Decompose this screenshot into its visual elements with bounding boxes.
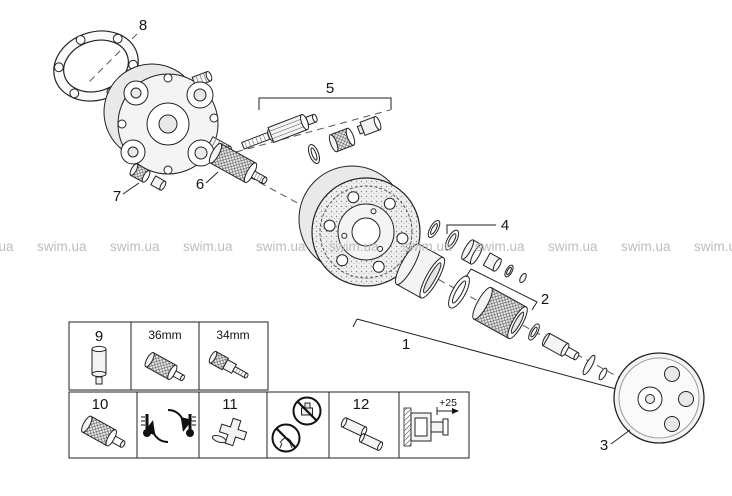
watermark-text: swim.ua <box>475 239 525 254</box>
part-label-10: 10 <box>92 396 109 413</box>
no-pliers-icon <box>271 423 301 453</box>
watermark-text: swim.ua <box>548 239 598 254</box>
fitting-parts-7 <box>129 163 167 191</box>
end-cap <box>582 354 596 376</box>
o-ring-small <box>307 144 321 164</box>
sleeve-part-icon <box>91 345 107 385</box>
part-label-3: 3 <box>600 437 608 454</box>
pin-parts-12-icon <box>340 417 384 451</box>
leader-part-7 <box>122 182 140 195</box>
cartridge-spindle <box>241 113 318 150</box>
cartridge-size-34mm: 34mm <box>216 328 249 342</box>
valve-body <box>103 63 232 175</box>
seal-kit-part-4 <box>427 219 527 284</box>
extension-offset-label: +25 <box>439 397 457 409</box>
watermark-text: swim.ua <box>402 239 452 254</box>
thermostatic-cartridge-part-5 <box>241 113 382 164</box>
o-ring-seal <box>448 275 470 309</box>
watermark-text: swim.ua <box>183 239 233 254</box>
watermark-text: swim.ua <box>0 239 14 254</box>
thermometer-icon <box>141 414 151 437</box>
watermark-row: swim.ua swim.ua swim.ua swim.ua swim.ua … <box>0 239 732 254</box>
thermometer-icon <box>186 414 196 437</box>
cartridge-36mm-icon <box>144 352 185 382</box>
part-label-2: 2 <box>541 291 549 308</box>
part-label-1: 1 <box>402 336 410 353</box>
part-label-12: 12 <box>353 396 370 413</box>
trim-mounting-parts <box>394 243 608 381</box>
part-label-5: 5 <box>326 80 334 97</box>
cartridge-34mm-icon <box>208 350 249 379</box>
extension-set-icon <box>403 407 459 447</box>
cartridge-part-6 <box>208 143 268 185</box>
part-label-9: 9 <box>95 328 103 345</box>
plate-button <box>678 391 694 407</box>
mounting-sleeve <box>394 243 446 299</box>
pictogram-strip <box>68 391 470 459</box>
no-tools-icon <box>292 396 322 426</box>
cap-disc <box>598 367 608 381</box>
part-label-11: 11 <box>222 396 238 413</box>
watermark-text: swim.ua <box>256 239 306 254</box>
part-label-8: 8 <box>139 17 147 34</box>
part-label-7: 7 <box>113 188 121 205</box>
bracket-part-4 <box>446 224 496 234</box>
plate-button <box>664 366 680 382</box>
stop-ring <box>528 323 540 341</box>
spec-table <box>68 321 269 391</box>
knurled-sleeve <box>472 286 528 340</box>
valve-stem <box>541 332 580 361</box>
cartridge-axis-line <box>235 109 391 153</box>
plate-button <box>664 416 680 432</box>
bracket-part-5 <box>258 97 392 110</box>
rotation-arrows-icon <box>143 409 193 443</box>
watermark-text: swim.ua <box>110 239 160 254</box>
knurled-nut <box>328 127 356 153</box>
watermark-text: swim.ua <box>694 239 732 254</box>
cap-nut <box>356 115 382 137</box>
part-label-4: 4 <box>501 217 509 234</box>
knurled-part-10-icon <box>81 415 126 448</box>
cross-adapter-icon <box>211 417 248 447</box>
cartridge-size-36mm: 36mm <box>148 328 181 342</box>
leader-part-3 <box>610 429 631 445</box>
watermark-text: swim.ua <box>37 239 87 254</box>
part-label-6: 6 <box>196 176 204 193</box>
cover-plate-part-3 <box>613 352 705 444</box>
rosette-flange <box>298 165 421 287</box>
leader-part-6 <box>205 171 219 184</box>
watermark-text: swim.ua <box>621 239 671 254</box>
watermark-text: swim.ua <box>329 239 379 254</box>
bracket-part-2 <box>465 268 538 311</box>
